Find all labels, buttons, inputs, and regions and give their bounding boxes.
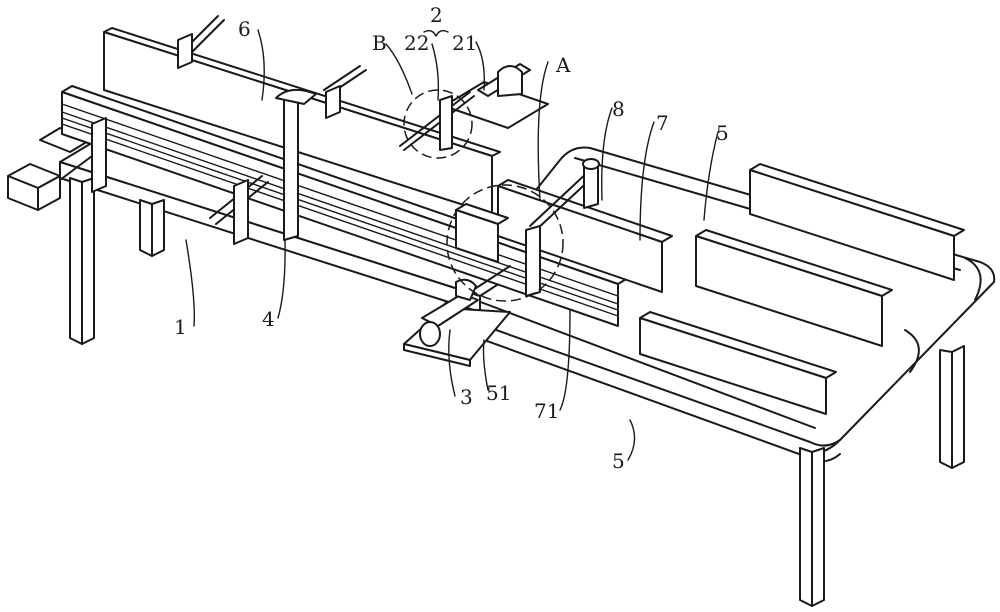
label-21: 21: [452, 31, 477, 55]
label-22: 22: [404, 31, 429, 55]
label-4: 4: [262, 307, 275, 331]
leader-lines: [185, 29, 719, 461]
detail-circle-a: [446, 184, 564, 302]
label-2: 2: [430, 3, 443, 27]
label-a: A: [555, 53, 571, 77]
label-3: 3: [460, 385, 473, 409]
bottom-mount-3: [403, 265, 511, 367]
roller-assembly-2: [399, 63, 549, 151]
label-5-bottom: 5: [612, 449, 625, 473]
label-b: B: [372, 31, 387, 55]
label-5-top: 5: [716, 121, 729, 145]
vertical-post-4: [275, 88, 317, 241]
label-8: 8: [612, 97, 625, 121]
conveyor-side-plates: [639, 163, 965, 415]
label-7: 7: [656, 111, 669, 135]
right-table-legs: [799, 345, 965, 607]
label-51: 51: [486, 381, 511, 405]
left-table-legs: [69, 177, 165, 345]
linkage-arm: [525, 158, 600, 297]
push-plate-7: [455, 179, 673, 293]
label-71: 71: [534, 399, 559, 423]
label-6: 6: [238, 17, 251, 41]
label-1: 1: [174, 315, 187, 339]
adjustment-rods: [91, 15, 367, 245]
